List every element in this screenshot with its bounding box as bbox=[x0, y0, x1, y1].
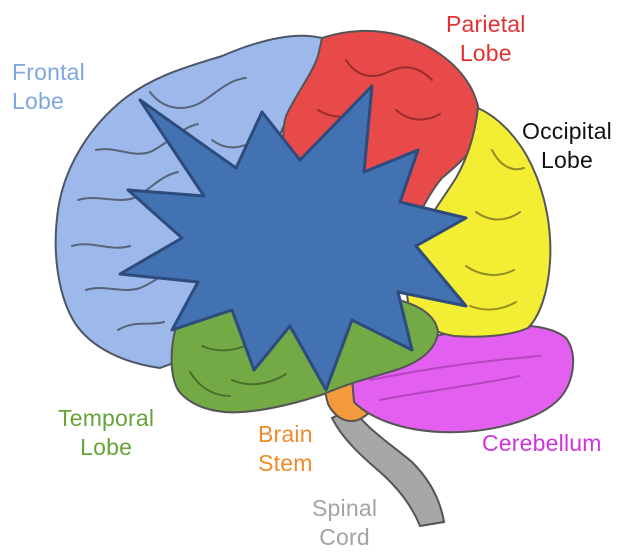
parietal-lobe-label: Parietal Lobe bbox=[446, 10, 526, 68]
cerebellum-label: Cerebellum bbox=[482, 429, 602, 458]
temporal-lobe-label: Temporal Lobe bbox=[58, 404, 154, 462]
occipital-lobe-label: Occipital Lobe bbox=[522, 117, 612, 175]
spinal-cord-label: Spinal Cord bbox=[312, 494, 377, 552]
frontal-lobe-label: Frontal Lobe bbox=[12, 58, 85, 116]
brain-stem-label: Brain Stem bbox=[258, 420, 313, 478]
